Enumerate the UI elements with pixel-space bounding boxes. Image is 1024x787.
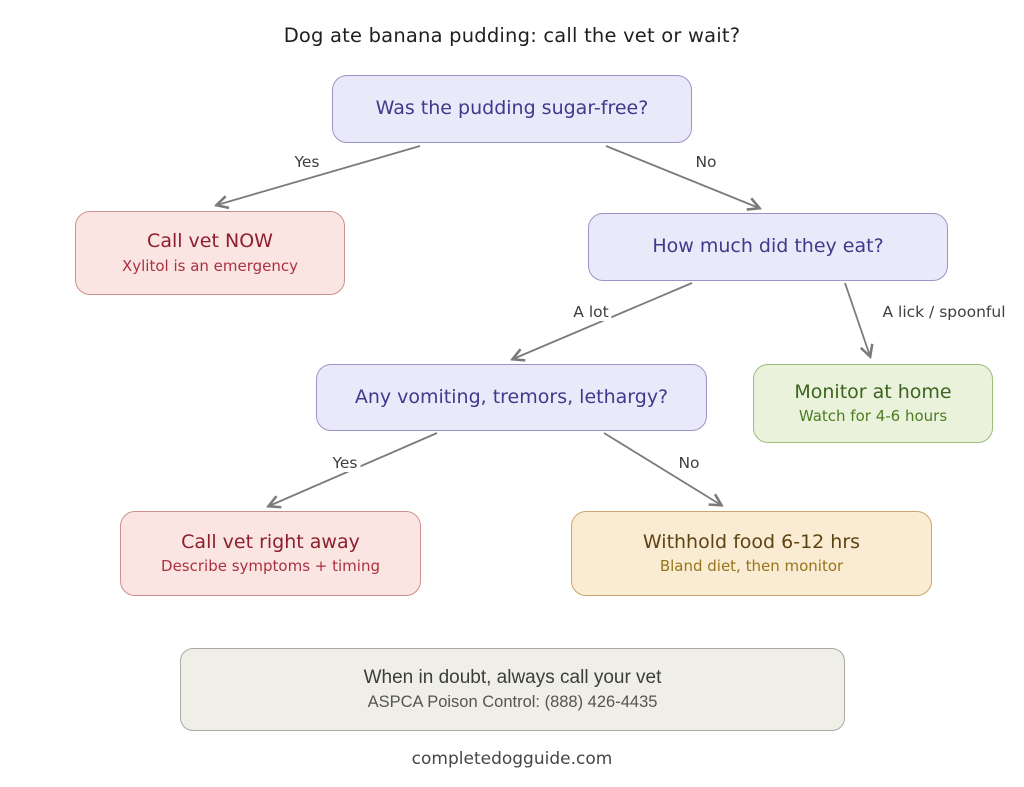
- edge-label-a-lot: A lot: [570, 303, 612, 321]
- node-label: How much did they eat?: [652, 235, 884, 258]
- node-call-vet-now: Call vet NOW Xylitol is an emergency: [75, 211, 345, 295]
- site-watermark: completedogguide.com: [411, 749, 613, 769]
- node-title: Monitor at home: [794, 380, 952, 403]
- edge-label-yes: Yes: [329, 454, 361, 472]
- edge-q1-no-line: [605, 145, 759, 208]
- edge-label-no: No: [692, 153, 720, 171]
- edge-label-no: No: [675, 454, 703, 472]
- node-subtitle: Describe symptoms + timing: [161, 557, 380, 576]
- diagram-title: Dog ate banana pudding: call the vet or …: [283, 24, 741, 47]
- node-subtitle: Bland diet, then monitor: [659, 557, 844, 576]
- node-call-vet-right-away: Call vet right away Describe symptoms + …: [120, 511, 421, 596]
- node-question-how-much: How much did they eat?: [588, 213, 948, 281]
- node-subtitle: Xylitol is an emergency: [121, 256, 299, 275]
- node-subtitle: Watch for 4-6 hours: [798, 407, 948, 426]
- edge-q3-no-line: [603, 432, 721, 505]
- advice-title: When in doubt, always call your vet: [363, 666, 662, 688]
- node-label: Any vomiting, tremors, lethargy?: [354, 385, 669, 408]
- edge-q2-lick-line: [844, 282, 870, 356]
- edge-label-a-lick-spoonful: A lick / spoonful: [879, 303, 1009, 321]
- edge-label-yes: Yes: [291, 153, 323, 171]
- edge-q2-alot-line: [513, 282, 693, 359]
- node-advice-banner: When in doubt, always call your vet ASPC…: [180, 648, 845, 731]
- node-question-sugar-free: Was the pudding sugar-free?: [332, 75, 692, 143]
- advice-subtitle: ASPCA Poison Control: (888) 426-4435: [367, 693, 658, 712]
- node-withhold-food: Withhold food 6-12 hrs Bland diet, then …: [571, 511, 932, 596]
- node-question-symptoms: Any vomiting, tremors, lethargy?: [316, 364, 707, 431]
- node-title: Call vet NOW: [147, 230, 273, 253]
- node-label: Was the pudding sugar-free?: [375, 97, 649, 120]
- node-title: Call vet right away: [181, 530, 360, 553]
- node-title: Withhold food 6-12 hrs: [642, 530, 861, 553]
- node-monitor-at-home: Monitor at home Watch for 4-6 hours: [753, 364, 993, 443]
